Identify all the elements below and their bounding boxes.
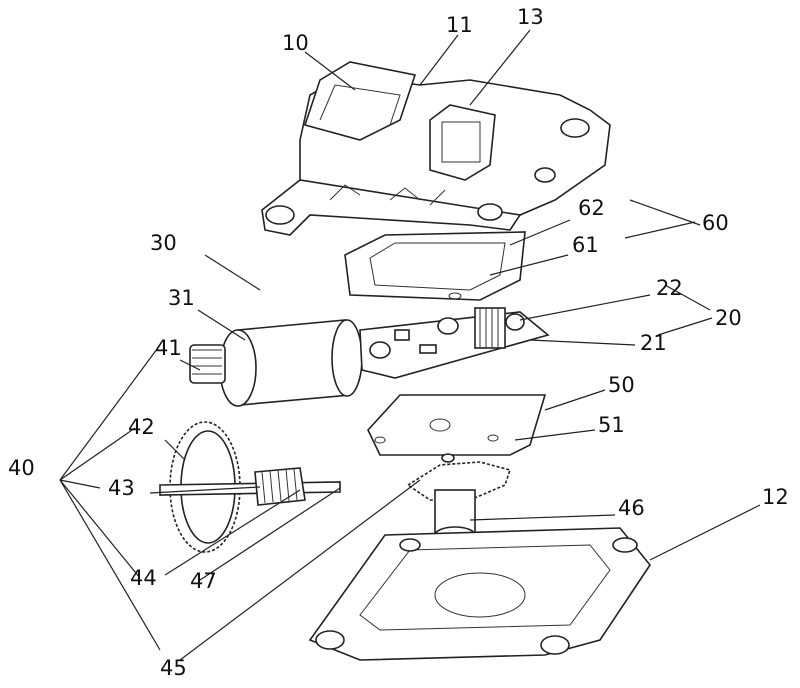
label-11: 11 — [446, 13, 473, 37]
label-61: 61 — [572, 233, 599, 257]
label-42: 42 — [128, 415, 155, 439]
label-12: 12 — [762, 485, 789, 509]
circuit-board — [359, 307, 550, 379]
label-43: 43 — [108, 476, 135, 500]
label-40: 40 — [8, 456, 35, 480]
label-47: 47 — [190, 569, 217, 593]
label-10: 10 — [282, 31, 309, 55]
motor — [189, 319, 363, 407]
upper-housing — [261, 61, 611, 236]
mounting-plate — [367, 394, 547, 456]
label-50: 50 — [608, 373, 635, 397]
label-44: 44 — [130, 566, 157, 590]
label-51: 51 — [598, 413, 625, 437]
label-45: 45 — [160, 656, 187, 680]
label-21: 21 — [640, 331, 667, 355]
cover-plate — [344, 231, 526, 301]
label-31: 31 — [168, 286, 195, 310]
label-30: 30 — [150, 231, 177, 255]
leader-lines — [59, 29, 761, 661]
reference-numerals: 10 11 13 62 60 61 30 31 22 20 21 41 50 5… — [8, 5, 789, 680]
label-41: 41 — [155, 336, 182, 360]
label-13: 13 — [517, 5, 544, 29]
label-46: 46 — [618, 496, 645, 520]
gear-assembly — [159, 421, 341, 553]
label-60: 60 — [702, 211, 729, 235]
label-22: 22 — [656, 276, 683, 300]
label-62: 62 — [578, 196, 605, 220]
label-20: 20 — [715, 306, 742, 330]
lower-housing — [308, 527, 651, 661]
output-gear — [406, 453, 512, 544]
